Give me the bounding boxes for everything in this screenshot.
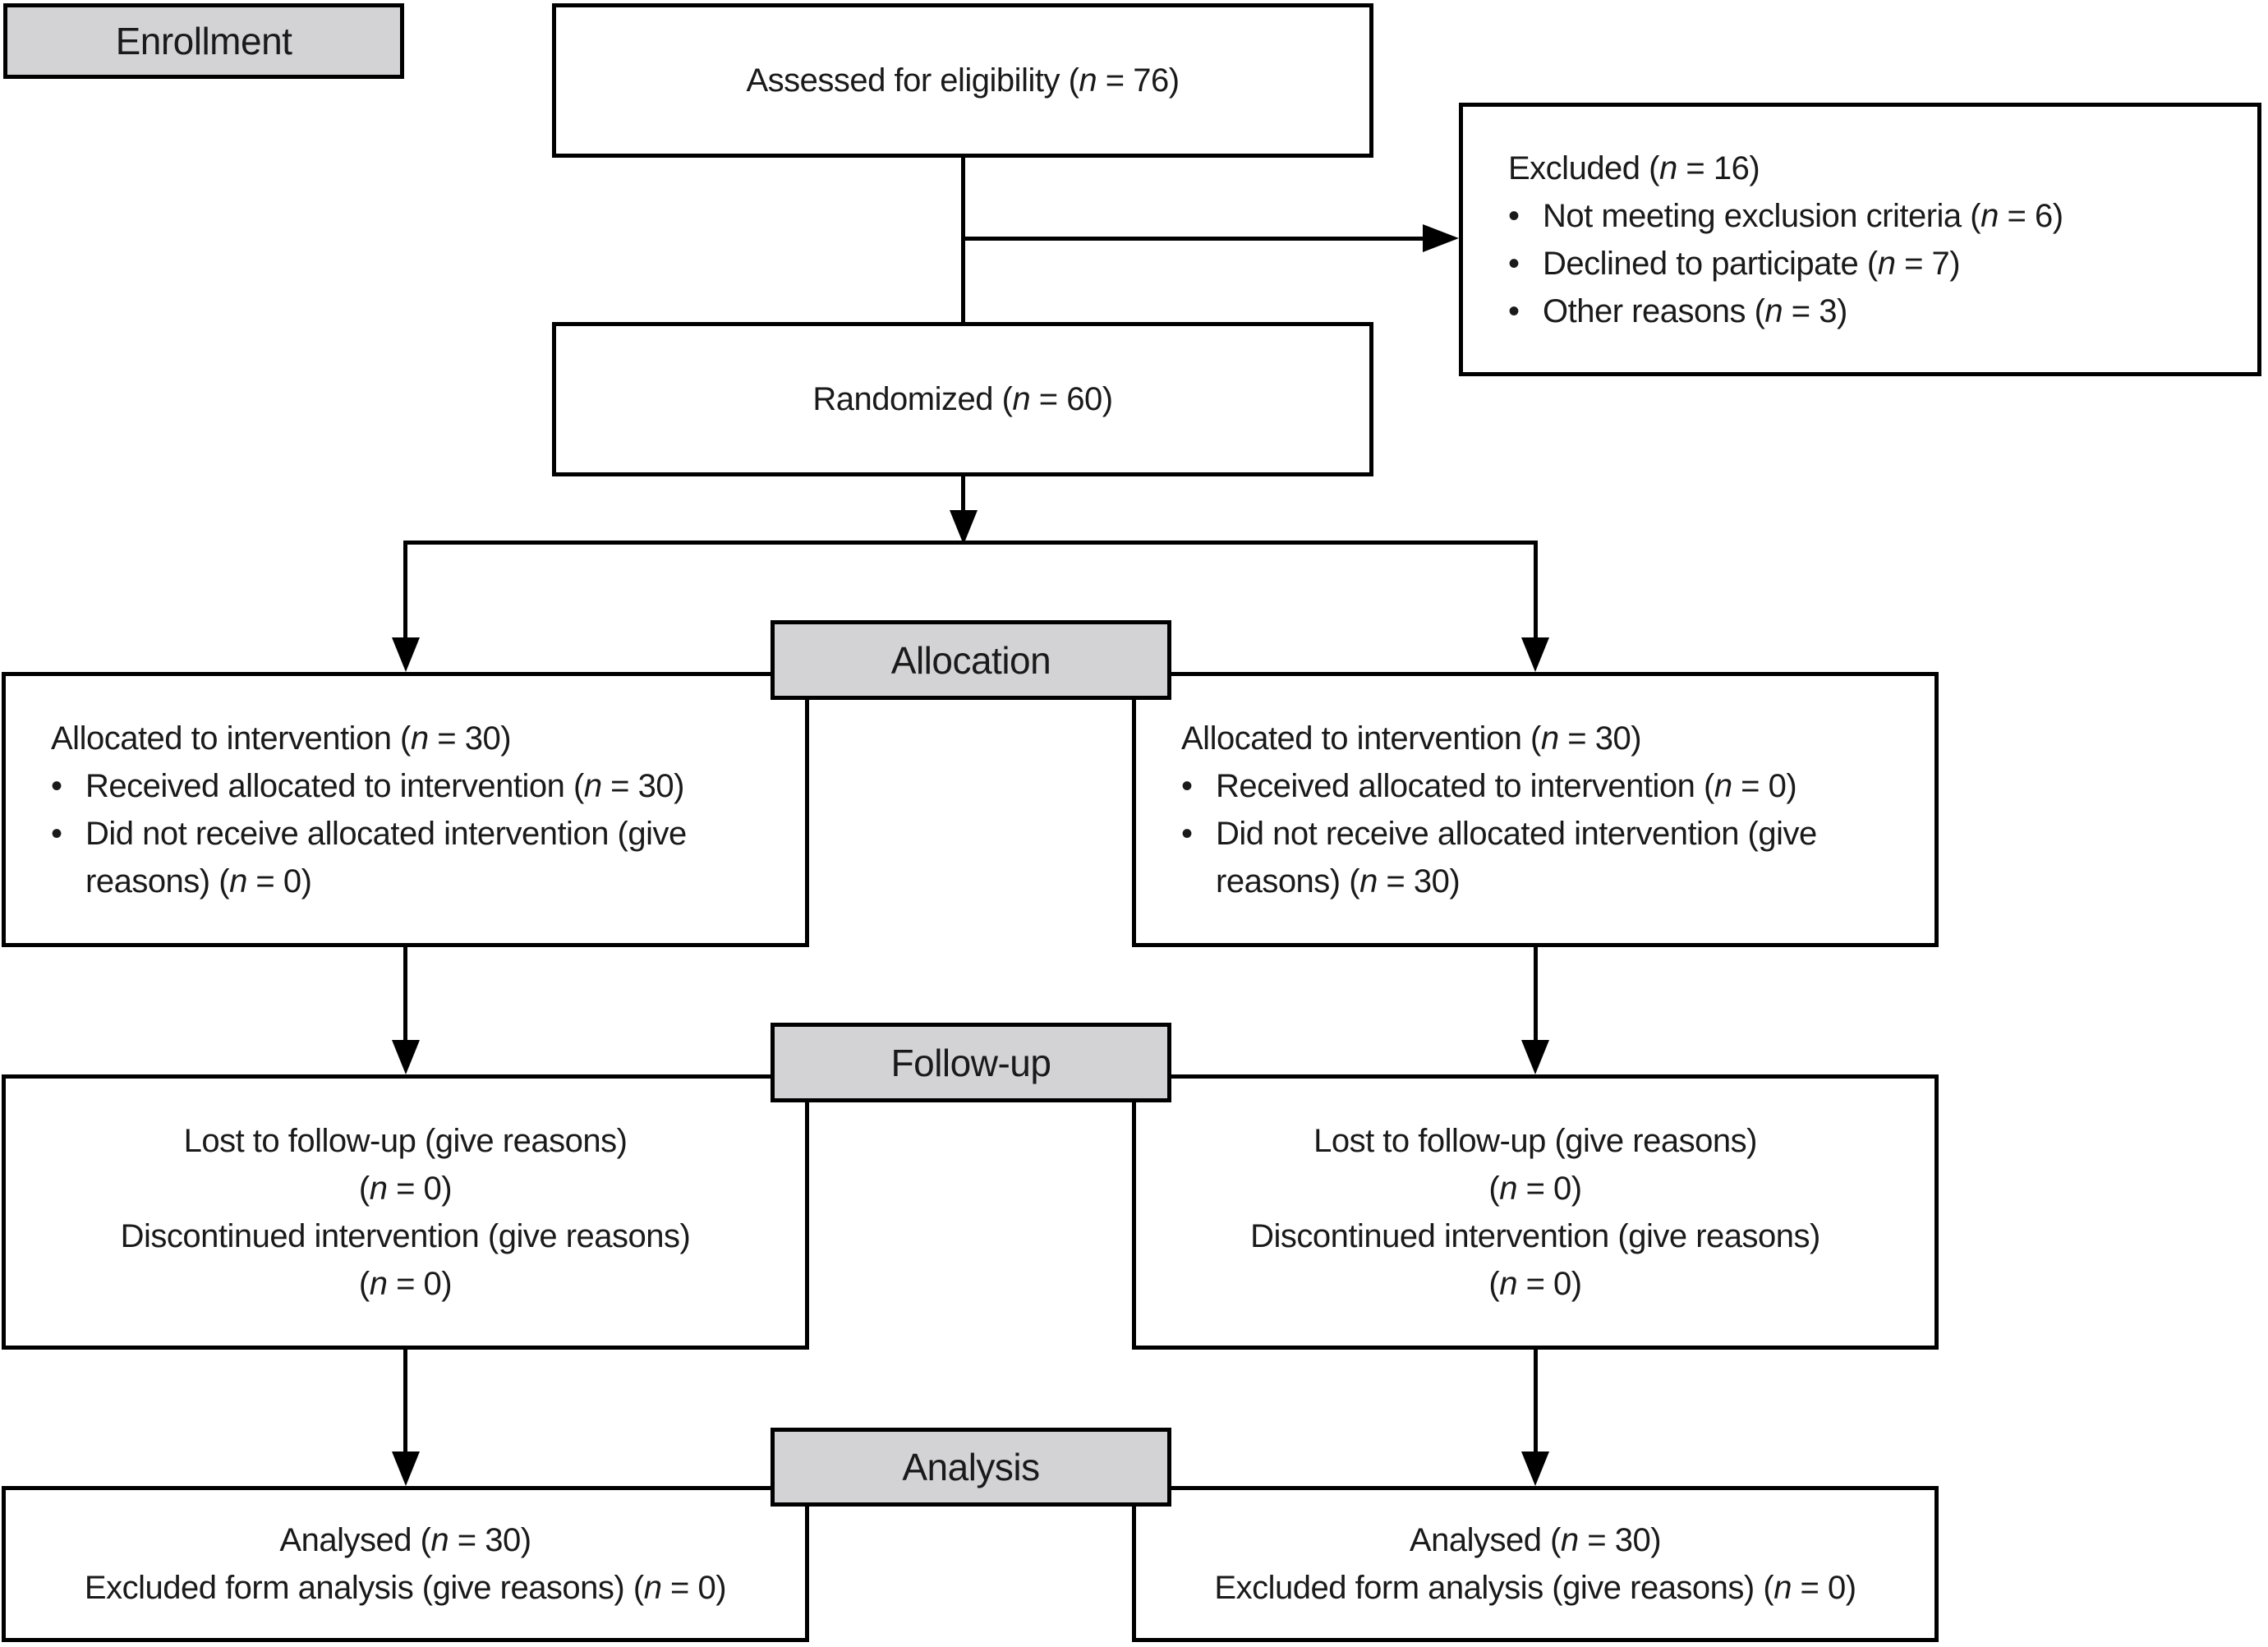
analysis-stage-label: Analysis bbox=[771, 1428, 1171, 1507]
allocation-left-title: Allocated to intervention (n = 30) bbox=[51, 720, 512, 757]
followup-right-box: Lost to follow-up (give reasons) (n = 0)… bbox=[1132, 1074, 1939, 1350]
followup-left-line-2: (n = 0) bbox=[358, 1170, 453, 1207]
excluded-bullet-1-text: Not meeting exclusion criteria (n = 6) bbox=[1543, 197, 2063, 234]
excluded-arrowhead-icon bbox=[1423, 224, 1459, 252]
allocation-right-bullet-2: • Did not receive allocated intervention… bbox=[1181, 810, 1920, 905]
followup-left-line-3: Discontinued intervention (give reasons) bbox=[120, 1217, 691, 1254]
analysis-left-line-1: Analysed (n = 30) bbox=[279, 1522, 531, 1558]
followup-right-line-1: Lost to follow-up (give reasons) bbox=[1313, 1122, 1757, 1159]
assessed-eligibility-box: Assessed for eligibility (n = 76) bbox=[552, 3, 1373, 158]
randomized-text: Randomized (n = 60) bbox=[812, 381, 1113, 417]
branch-arrowhead-icon bbox=[950, 510, 978, 545]
excluded-box: Excluded (n = 16) • Not meeting exclusio… bbox=[1459, 103, 2261, 376]
allocation-left-box: Allocated to intervention (n = 30) • Rec… bbox=[2, 672, 809, 947]
allocation-right-title: Allocated to intervention (n = 30) bbox=[1181, 720, 1642, 757]
analysis-left-arrowhead-icon bbox=[392, 1451, 420, 1486]
followup-stage-label: Follow-up bbox=[771, 1023, 1171, 1102]
analysis-right-line-1: Analysed (n = 30) bbox=[1409, 1522, 1662, 1558]
connector-to-excluded bbox=[963, 237, 1424, 241]
analysis-right-line-2: Excluded form analysis (give reasons) (n… bbox=[1214, 1570, 1856, 1606]
followup-right-line-4: (n = 0) bbox=[1488, 1265, 1582, 1302]
allocation-right-bullet-2-text: Did not receive allocated intervention (… bbox=[1216, 815, 1817, 899]
allocation-left-bullet-1: • Received allocated to intervention (n … bbox=[51, 762, 684, 810]
allocation-left-bullet-2-text: Did not receive allocated intervention (… bbox=[85, 815, 687, 899]
bullet-icon: • bbox=[1181, 767, 1193, 804]
bullet-icon: • bbox=[51, 767, 62, 804]
allocation-right-arrowhead-icon bbox=[1521, 637, 1549, 672]
bullet-icon: • bbox=[51, 815, 62, 852]
allocation-left-bullet-1-text: Received allocated to intervention (n = … bbox=[85, 767, 684, 804]
connector-followup-to-analysis-right bbox=[1534, 1350, 1538, 1453]
followup-left-line-4: (n = 0) bbox=[358, 1265, 453, 1302]
branch-line bbox=[403, 541, 1538, 545]
excluded-title: Excluded (n = 16) bbox=[1508, 150, 1760, 186]
allocation-stage-label: Allocation bbox=[771, 620, 1171, 700]
bullet-icon: • bbox=[1508, 197, 1520, 234]
allocation-left-arrowhead-icon bbox=[392, 637, 420, 672]
enrollment-stage-label-text: Enrollment bbox=[115, 20, 292, 62]
followup-right-arrowhead-icon bbox=[1521, 1040, 1549, 1074]
excluded-bullet-2: • Declined to participate (n = 7) bbox=[1508, 240, 1961, 288]
bullet-icon: • bbox=[1181, 815, 1193, 852]
bullet-icon: • bbox=[1508, 292, 1520, 329]
connector-branch-to-allocation-left bbox=[403, 541, 407, 641]
analysis-stage-label-text: Analysis bbox=[902, 1446, 1040, 1488]
allocation-stage-label-text: Allocation bbox=[890, 638, 1051, 682]
connector-randomized-to-branch bbox=[961, 476, 965, 513]
analysis-right-box: Analysed (n = 30) Excluded form analysis… bbox=[1132, 1486, 1939, 1642]
excluded-bullet-1: • Not meeting exclusion criteria (n = 6) bbox=[1508, 192, 2063, 240]
excluded-bullet-2-text: Declined to participate (n = 7) bbox=[1543, 245, 1961, 282]
allocation-right-box: Allocated to intervention (n = 30) • Rec… bbox=[1132, 672, 1939, 947]
enrollment-stage-label: Enrollment bbox=[3, 3, 404, 79]
connector-allocation-to-followup-right bbox=[1534, 947, 1538, 1042]
analysis-right-arrowhead-icon bbox=[1521, 1451, 1549, 1486]
followup-right-line-2: (n = 0) bbox=[1488, 1170, 1582, 1207]
followup-stage-label-text: Follow-up bbox=[890, 1041, 1051, 1084]
allocation-right-bullet-1: • Received allocated to intervention (n … bbox=[1181, 762, 1797, 810]
assessed-eligibility-text: Assessed for eligibility (n = 76) bbox=[746, 62, 1180, 99]
allocation-right-bullet-1-text: Received allocated to intervention (n = … bbox=[1216, 767, 1797, 804]
followup-right-line-3: Discontinued intervention (give reasons) bbox=[1250, 1217, 1820, 1254]
excluded-bullet-3-text: Other reasons (n = 3) bbox=[1543, 292, 1847, 329]
analysis-left-line-2: Excluded form analysis (give reasons) (n… bbox=[84, 1570, 727, 1606]
randomized-box: Randomized (n = 60) bbox=[552, 322, 1373, 476]
analysis-left-box: Analysed (n = 30) Excluded form analysis… bbox=[2, 1486, 809, 1642]
followup-left-arrowhead-icon bbox=[392, 1040, 420, 1074]
bullet-icon: • bbox=[1508, 245, 1520, 282]
connector-branch-to-allocation-right bbox=[1534, 541, 1538, 641]
connector-allocation-to-followup-left bbox=[403, 947, 407, 1042]
connector-followup-to-analysis-left bbox=[403, 1350, 407, 1453]
excluded-bullet-3: • Other reasons (n = 3) bbox=[1508, 288, 1847, 335]
followup-left-line-1: Lost to follow-up (give reasons) bbox=[183, 1122, 628, 1159]
allocation-left-bullet-2: • Did not receive allocated intervention… bbox=[51, 810, 790, 905]
followup-left-box: Lost to follow-up (give reasons) (n = 0)… bbox=[2, 1074, 809, 1350]
